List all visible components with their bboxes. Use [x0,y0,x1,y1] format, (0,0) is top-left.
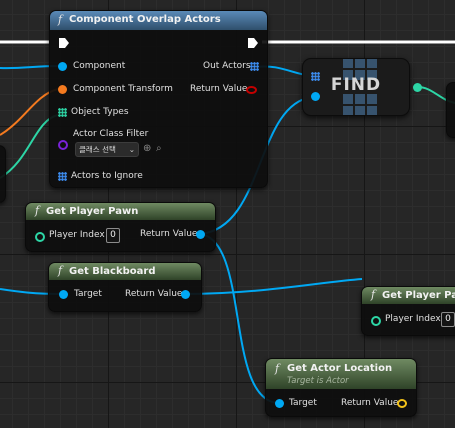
location-target-pin[interactable] [275,399,284,408]
get-actor-location-node[interactable]: f Get Actor Location Target is Actor Tar… [265,358,417,417]
component-overlap-actors-node[interactable]: f Component Overlap Actors Component Com… [49,10,268,188]
target-label: Target [289,398,317,408]
chevron-down-icon: ⌄ [128,145,135,154]
find-bg-cell [355,70,365,80]
find-node[interactable]: FIND [302,58,410,116]
partial-node-left[interactable] [0,145,6,203]
find-output-pin-visible[interactable] [413,83,422,92]
node-header [266,359,416,389]
function-icon: f [35,204,40,217]
get-blackboard-node[interactable]: f Get Blackboard Target Return Value [48,262,202,312]
player-index-pin[interactable] [371,316,381,326]
return-value-label: Return Value [341,398,399,408]
find-bg-cell [355,59,365,68]
bool-return-pin[interactable] [246,86,257,94]
node-title: Component Overlap Actors [69,14,221,25]
component-label: Component [73,61,126,71]
player-index-label: Player Index [385,314,441,324]
node-title: Get Player Pawn [46,206,139,217]
node-subtitle: Target is Actor [287,376,349,386]
component-transform-pin[interactable] [58,85,67,94]
player-index-input[interactable]: 0 [441,312,455,327]
actor-class-filter-pin[interactable] [58,140,68,150]
blackboard-return-pin[interactable] [181,290,190,299]
node-header [49,263,201,280]
actor-class-filter-label: Actor Class Filter [73,129,149,139]
function-icon: f [58,264,63,277]
find-bg-cell [367,70,377,80]
find-bg-cell [355,106,365,115]
out-actors-array-icon[interactable] [250,62,259,71]
get-player-pawn-node-2[interactable]: f Get Player Pawn Player Index 0 [361,286,455,336]
node-title: Get Player Pawn [382,290,455,301]
actors-to-ignore-label: Actors to Ignore [71,171,143,181]
find-bg-cell [355,94,365,104]
player-index-pin[interactable] [35,232,45,242]
browse-asset-icon[interactable]: ⌕ [156,143,162,154]
find-bg-cell [367,59,377,68]
find-array-input-pin[interactable] [311,72,320,81]
component-pin[interactable] [58,62,67,71]
blackboard-target-pin[interactable] [59,290,68,299]
object-types-array-icon[interactable] [58,108,67,117]
find-bg-cell [367,106,377,115]
function-icon: f [275,362,280,375]
node-header [362,287,455,304]
class-dropdown-value: 클래스 선택 [79,145,116,154]
object-types-label: Object Types [71,107,129,117]
node-title: Get Blackboard [69,266,156,277]
node-header [50,11,267,30]
class-select-dropdown[interactable]: 클래스 선택 ⌄ [75,142,139,157]
vector-return-pin[interactable] [397,399,407,408]
use-selected-asset-icon[interactable]: ⊕ [143,143,152,154]
actors-to-ignore-array-icon[interactable] [58,172,67,181]
blackboard-out-wire [184,278,363,295]
pawn-return-pin[interactable] [196,230,205,239]
return-value-label: Return Value [125,289,183,299]
node-header [26,203,215,220]
partial-node-right[interactable] [446,82,455,138]
find-bg-cell [343,70,353,80]
find-bg-cell [343,106,353,115]
node-title: Get Actor Location [287,363,393,374]
return-value-label: Return Value [140,229,198,239]
component-transform-label: Component Transform [73,84,173,94]
out-actors-label: Out Actors [203,61,251,71]
function-icon: f [371,288,376,301]
player-index-label: Player Index [49,230,105,240]
function-icon: f [58,13,63,26]
find-label: FIND [330,75,382,95]
find-item-input-pin[interactable] [311,92,320,101]
get-player-pawn-node[interactable]: f Get Player Pawn Player Index 0 Return … [25,202,216,252]
find-bg-cell [343,94,353,104]
find-bg-cell [343,59,353,68]
player-index-input[interactable]: 0 [106,228,120,243]
target-label: Target [74,289,102,299]
find-bg-cell [367,94,377,104]
return-value-label: Return Value [190,84,248,94]
